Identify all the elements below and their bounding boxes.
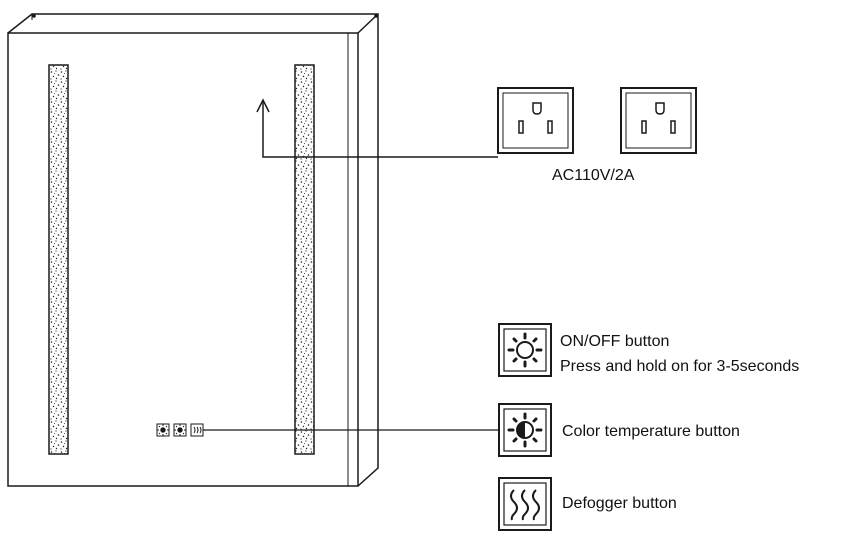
color-temperature-icon — [498, 403, 552, 457]
outlet-1 — [497, 87, 574, 154]
outlet-label: AC110V/2A — [552, 167, 635, 184]
mirror-front-panel — [7, 32, 359, 487]
color-temperature-button-label: Color temperature button — [562, 423, 740, 440]
defogger-button-label: Defogger button — [562, 495, 677, 512]
sun-icon — [498, 323, 552, 377]
mirror-cabinet — [7, 13, 379, 487]
power-arrow — [256, 98, 498, 158]
led-strip-left — [48, 64, 69, 455]
on-off-button-note: Press and hold on for 3-5seconds — [560, 358, 800, 375]
defogger-icon — [498, 477, 552, 531]
mirror-touch-buttons — [156, 423, 204, 437]
outlet-2 — [620, 87, 697, 154]
led-strip-right — [294, 64, 315, 455]
on-off-button-label: ON/OFF button — [560, 333, 670, 350]
